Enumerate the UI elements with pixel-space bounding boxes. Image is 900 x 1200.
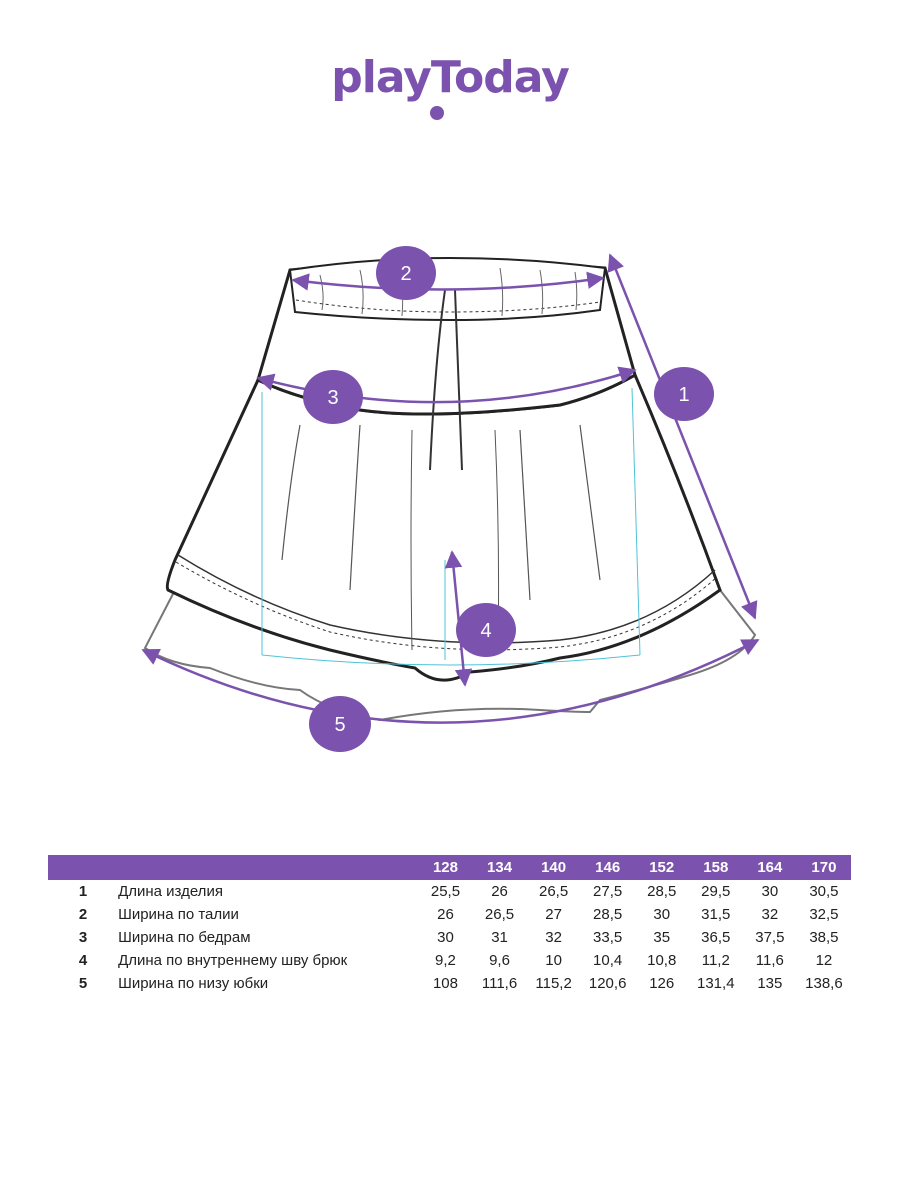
brand-logo: playToday xyxy=(331,52,570,103)
table-cell: 126 xyxy=(649,975,675,992)
table-cell: 38,5 xyxy=(809,929,839,946)
row-label: Ширина по низу юбки xyxy=(118,975,269,992)
row-label: Ширина по талии xyxy=(118,906,239,923)
table-cell: 10,8 xyxy=(647,952,677,969)
table-cell: 32,5 xyxy=(809,906,839,923)
table-cell: 36,5 xyxy=(701,929,731,946)
table-cell: 30 xyxy=(653,906,671,923)
table-cell: 12 xyxy=(815,952,833,969)
table-cell: 30 xyxy=(761,883,779,900)
callout-badge-5: 5 xyxy=(309,696,371,752)
table-row: 2 Ширина по талии 26 26,5 27 28,5 30 31,… xyxy=(48,903,851,926)
table-cell: 28,5 xyxy=(593,906,623,923)
size-header: 158 xyxy=(703,859,729,876)
logo-dot xyxy=(430,106,444,120)
size-header: 128 xyxy=(432,859,458,876)
callout-5-label: 5 xyxy=(334,714,345,736)
table-row: 5 Ширина по низу юбки 108 111,6 115,2 12… xyxy=(48,972,851,995)
callout-1-label: 1 xyxy=(678,384,689,406)
size-header: 140 xyxy=(541,859,567,876)
table-cell: 31 xyxy=(491,929,508,946)
header-spacer xyxy=(118,855,418,880)
size-header: 146 xyxy=(595,859,621,876)
table-cell: 31,5 xyxy=(701,906,731,923)
measure-line-2 xyxy=(291,271,605,291)
table-cell: 138,6 xyxy=(805,975,843,992)
table-cell: 26 xyxy=(437,906,454,923)
row-number: 5 xyxy=(78,975,88,992)
size-header-row: 128 134 140 146 152 158 164 170 xyxy=(48,855,851,880)
table-cell: 9,6 xyxy=(489,952,510,969)
size-header: 170 xyxy=(811,859,837,876)
table-cell: 135 xyxy=(757,975,783,992)
table-cell: 32 xyxy=(545,929,562,946)
callout-4-label: 4 xyxy=(480,620,491,642)
table-cell: 108 xyxy=(432,975,458,992)
table-cell: 11,2 xyxy=(701,952,730,969)
table-cell: 115,2 xyxy=(535,975,572,992)
measure-line-1 xyxy=(607,253,758,620)
measure-line-5 xyxy=(141,638,760,724)
skirt-diagram: 1 2 3 4 5 xyxy=(141,246,760,752)
callout-3-label: 3 xyxy=(327,387,338,409)
table-cell: 26,5 xyxy=(484,906,515,923)
table-cell: 26 xyxy=(491,883,508,900)
table-cell: 33,5 xyxy=(593,929,623,946)
callout-2-label: 2 xyxy=(400,263,411,285)
callout-badge-1: 1 xyxy=(654,367,714,421)
table-cell: 131,4 xyxy=(697,975,735,992)
row-number: 1 xyxy=(78,883,88,900)
table-cell: 35 xyxy=(653,929,671,946)
table-cell: 28,5 xyxy=(647,883,677,900)
table-row: 3 Ширина по бедрам 30 31 32 33,5 35 36,5… xyxy=(48,926,851,949)
callout-badge-2: 2 xyxy=(376,246,436,300)
table-cell: 26,5 xyxy=(538,883,569,900)
table-cell: 29,5 xyxy=(701,883,731,900)
size-header: 152 xyxy=(649,859,675,876)
table-cell: 9,2 xyxy=(435,952,456,969)
size-header: 134 xyxy=(487,859,513,876)
callout-badge-3: 3 xyxy=(303,370,363,424)
table-cell: 11,6 xyxy=(755,952,784,969)
table-cell: 25,5 xyxy=(430,883,461,900)
table-cell: 30,5 xyxy=(809,883,839,900)
table-cell: 37,5 xyxy=(755,929,785,946)
table-cell: 10,4 xyxy=(593,952,623,969)
row-number: 3 xyxy=(78,929,88,946)
table-row: 1 Длина изделия 25,5 26 26,5 27,5 28,5 2… xyxy=(48,880,851,903)
callout-badge-4: 4 xyxy=(456,603,516,657)
row-label: Длина изделия xyxy=(118,883,223,900)
table-cell: 30 xyxy=(437,929,454,946)
header-spacer xyxy=(48,855,118,880)
row-label: Ширина по бедрам xyxy=(118,929,251,946)
table-cell: 27 xyxy=(545,906,562,923)
table-cell: 10 xyxy=(545,952,562,969)
row-number: 4 xyxy=(78,952,88,969)
row-label: Длина по внутреннему шву брюк xyxy=(118,952,348,969)
table-cell: 32 xyxy=(761,906,779,923)
size-header: 164 xyxy=(757,859,783,876)
size-table: 128 134 140 146 152 158 164 170 1 Длина … xyxy=(48,855,851,995)
table-row: 4 Длина по внутреннему шву брюк 9,2 9,6 … xyxy=(48,949,851,972)
row-number: 2 xyxy=(78,906,88,923)
table-cell: 120,6 xyxy=(588,975,627,992)
table-cell: 27,5 xyxy=(593,883,623,900)
table-cell: 111,6 xyxy=(481,975,518,992)
